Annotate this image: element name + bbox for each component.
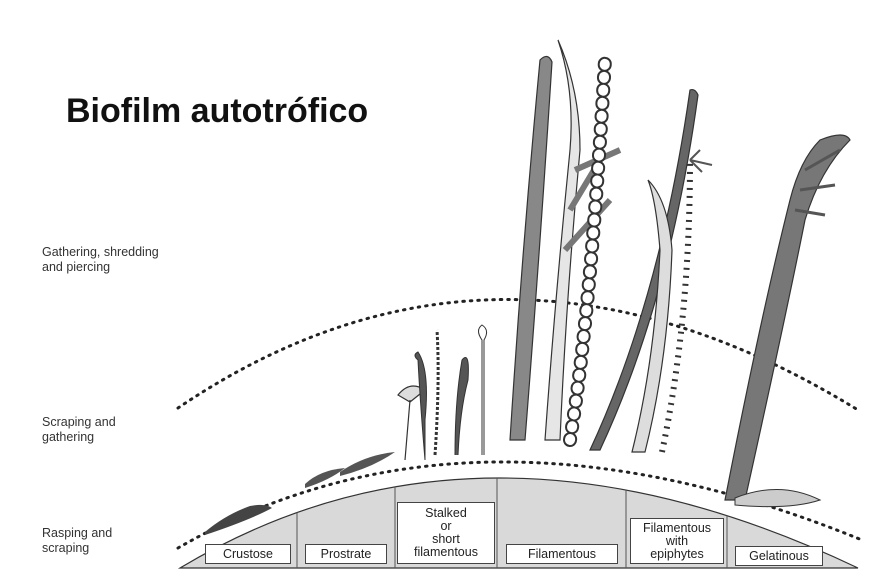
label-filamentous: Filamentous (506, 544, 618, 564)
filament-4 (589, 88, 699, 451)
zone-label-gathering-shredding-piercing: Gathering, shredding and piercing (42, 245, 159, 274)
label-crustose: Crustose (205, 544, 291, 564)
filament-5-epiphytes (631, 179, 673, 453)
diagram-title: Biofilm autotrófico (66, 92, 369, 130)
zone-label-rasping-scraping: Rasping and scraping (42, 526, 113, 555)
label-prostrate: Prostrate (305, 544, 387, 564)
prostrate-alga (305, 468, 345, 488)
zone-label-scraping-gathering: Scraping and gathering (42, 415, 116, 444)
filament-2 (544, 39, 581, 441)
label-stalked-short-filamentous: Stalked or short filamentous (397, 502, 495, 564)
gelatinous-alga (724, 134, 851, 501)
label-filamentous-with-epiphytes: Filamentous with epiphytes (630, 518, 724, 564)
label-gelatinous: Gelatinous (735, 546, 823, 566)
crustose-alga (205, 504, 272, 535)
filament-1 (509, 55, 553, 441)
